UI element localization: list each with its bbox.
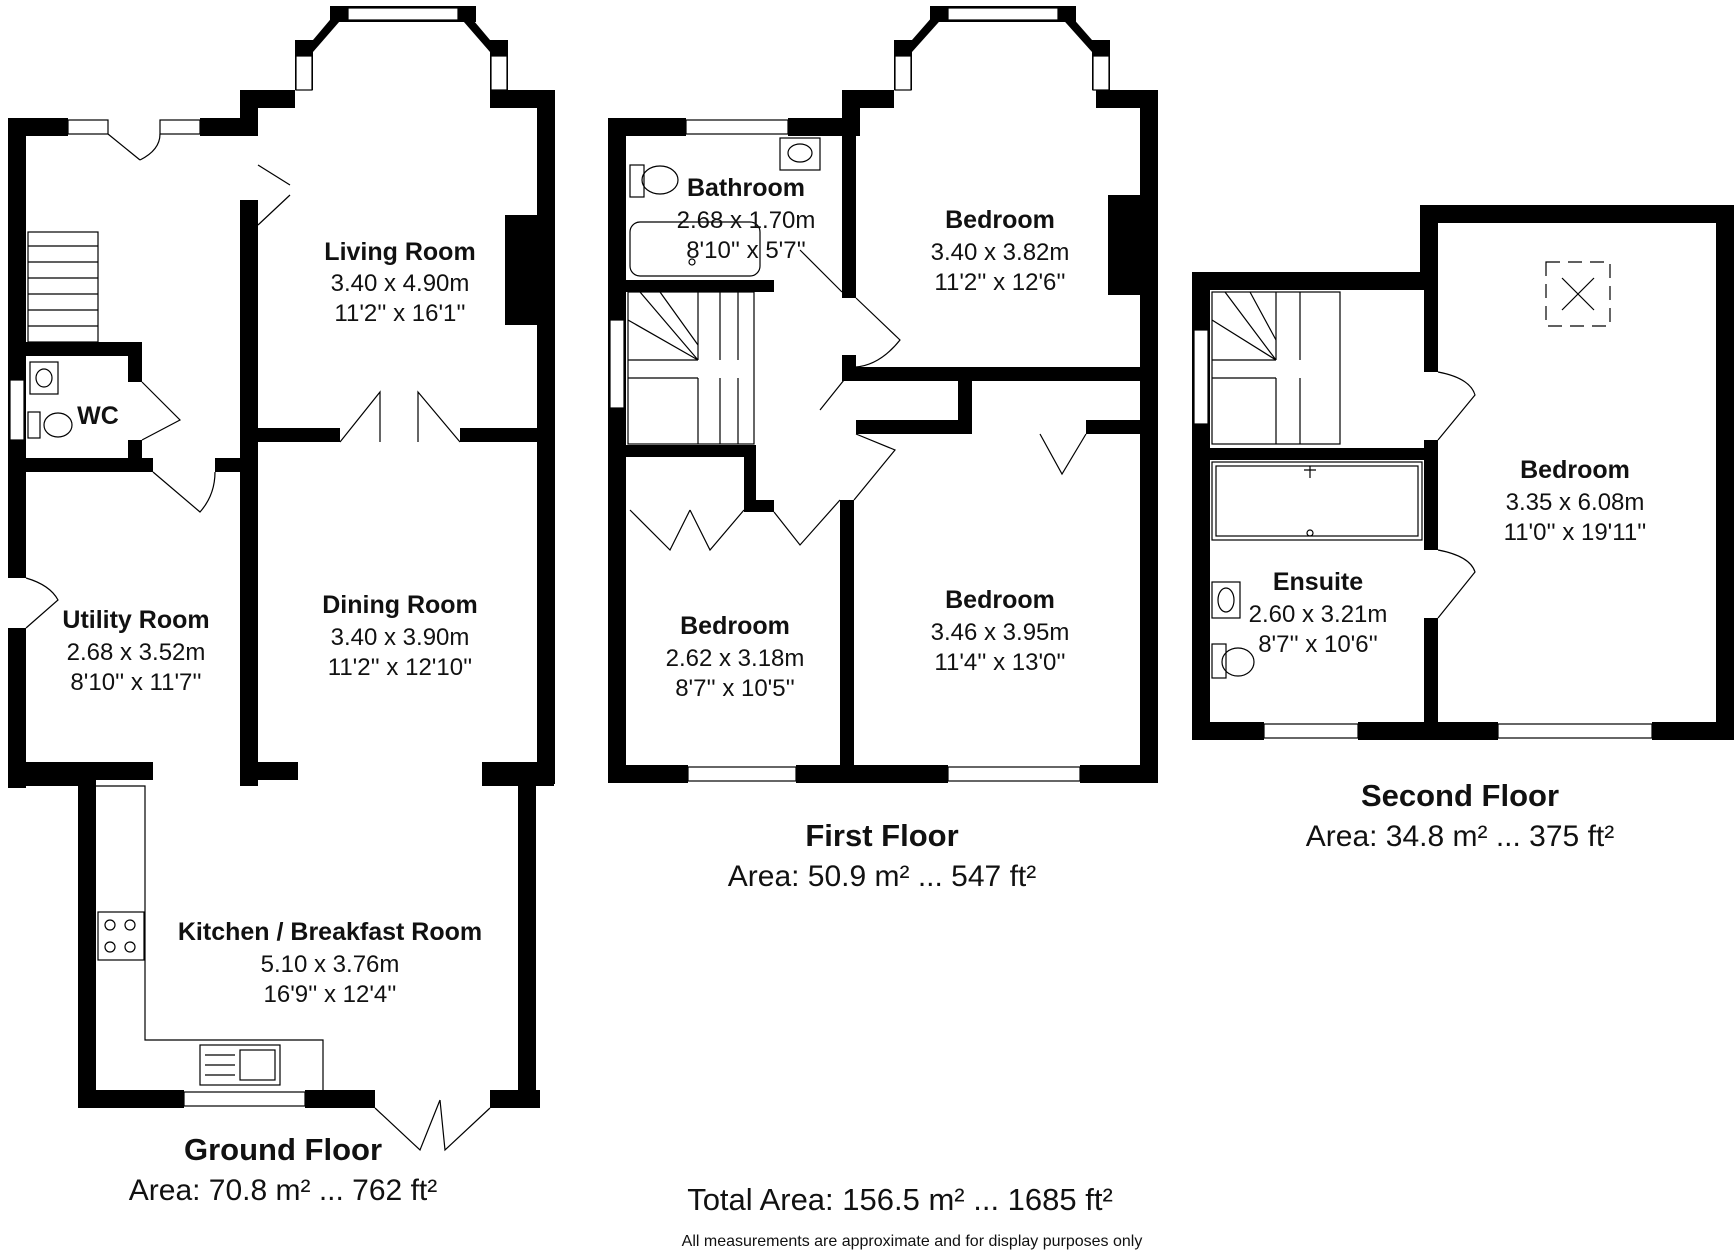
second-bedroom-name: Bedroom — [1520, 456, 1630, 484]
utility-room-imperial: 8'10'' x 11'7'' — [70, 669, 201, 696]
front-bedroom-imperial: 11'2'' x 12'6'' — [934, 269, 1065, 296]
first-floor-title: First Floor — [805, 818, 958, 853]
first-floor-area: Area: 50.9 m² ... 547 ft² — [728, 860, 1036, 893]
dining-room-name: Dining Room — [322, 591, 478, 619]
ensuite-imperial: 8'7'' x 10'6'' — [1258, 631, 1378, 658]
bathroom-imperial: 8'10'' x 5'7'' — [686, 237, 806, 264]
utility-room-name: Utility Room — [62, 606, 209, 634]
utility-room-metric: 2.68 x 3.52m — [67, 639, 206, 666]
rear-bedroom-metric: 3.46 x 3.95m — [931, 619, 1070, 646]
second-bedroom-metric: 3.35 x 6.08m — [1506, 489, 1645, 516]
rear-bedroom-imperial: 11'4'' x 13'0'' — [934, 649, 1065, 676]
small-bedroom-name: Bedroom — [680, 612, 790, 640]
wc-fixtures — [27, 361, 73, 439]
dining-room-metric: 3.40 x 3.90m — [331, 624, 470, 651]
living-room-metric: 3.40 x 4.90m — [331, 270, 470, 297]
living-room-imperial: 11'2'' x 16'1'' — [334, 300, 465, 327]
skylight — [1545, 261, 1611, 327]
staircase-second — [1211, 291, 1341, 445]
kitchen-imperial: 16'9'' x 12'4'' — [264, 981, 397, 1008]
kitchen-name: Kitchen / Breakfast Room — [178, 918, 482, 946]
dining-room-imperial: 11'2'' x 12'10'' — [328, 654, 472, 681]
second-floor-title: Second Floor — [1361, 778, 1559, 813]
front-bedroom-metric: 3.40 x 3.82m — [931, 239, 1070, 266]
ground-floor-plan: Living Room 3.40 x 4.90m 11'2'' x 16'1''… — [8, 6, 555, 1207]
kitchen-units — [96, 785, 324, 1090]
ensuite-metric: 2.60 x 3.21m — [1249, 601, 1388, 628]
kitchen-metric: 5.10 x 3.76m — [261, 951, 400, 978]
total-area: Total Area: 156.5 m² ... 1685 ft² — [687, 1182, 1113, 1217]
small-bedroom-metric: 2.62 x 3.18m — [666, 645, 805, 672]
bathroom-name: Bathroom — [687, 174, 805, 202]
ensuite-name: Ensuite — [1273, 568, 1363, 596]
second-floor-plan: Bedroom 3.35 x 6.08m 11'0'' x 19'11'' En… — [1192, 205, 1734, 853]
first-floor-plan: Bathroom 2.68 x 1.70m 8'10'' x 5'7'' Bed… — [608, 6, 1158, 893]
ground-floor-area: Area: 70.8 m² ... 762 ft² — [129, 1174, 437, 1207]
bathroom-metric: 2.68 x 1.70m — [677, 207, 816, 234]
ground-floor-title: Ground Floor — [184, 1132, 382, 1167]
small-bedroom-imperial: 8'7'' x 10'5'' — [675, 675, 795, 702]
disclaimer: All measurements are approximate and for… — [682, 1233, 1143, 1250]
second-floor-area: Area: 34.8 m² ... 375 ft² — [1306, 820, 1614, 853]
front-bedroom-name: Bedroom — [945, 206, 1055, 234]
ensuite-fixtures — [1211, 461, 1423, 679]
staircase-first — [627, 291, 755, 445]
rear-bedroom-name: Bedroom — [945, 586, 1055, 614]
living-room-name: Living Room — [324, 238, 475, 266]
wc-name: WC — [77, 402, 119, 430]
second-bedroom-imperial: 11'0'' x 19'11'' — [1504, 519, 1647, 546]
staircase — [27, 231, 99, 343]
bathroom-fixtures — [629, 137, 821, 277]
